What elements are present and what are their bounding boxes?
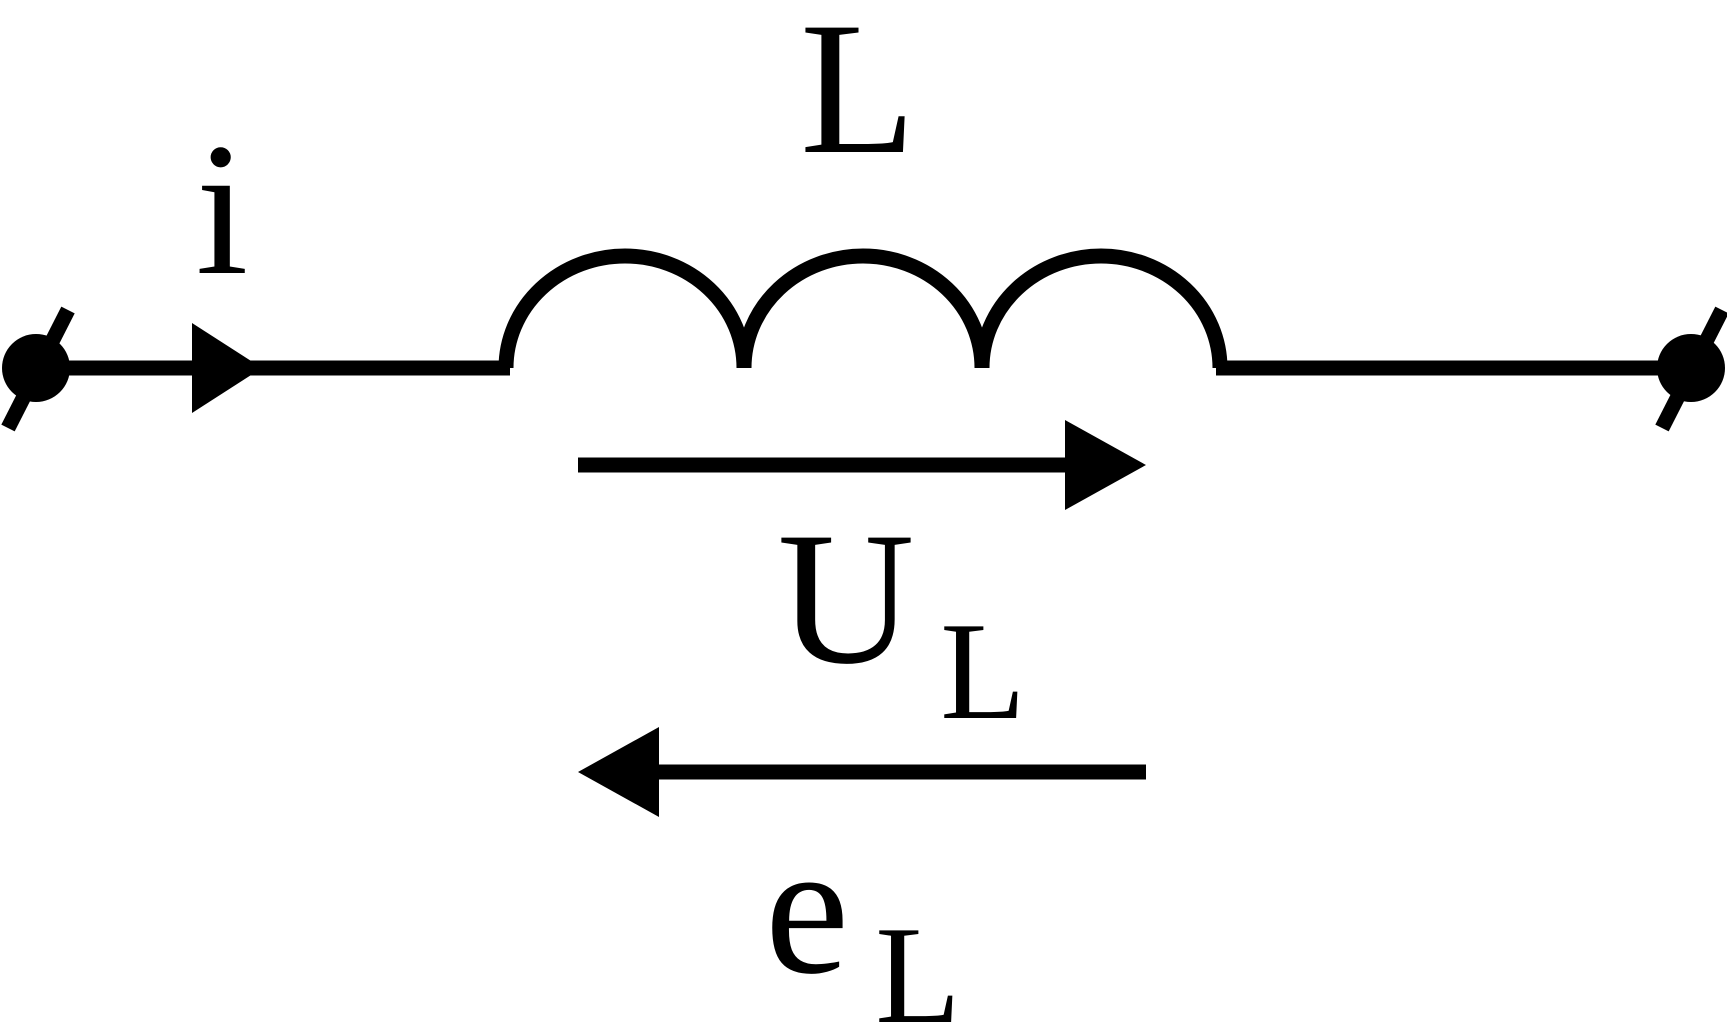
emf-subscript: L [875,898,961,1027]
current-arrow-head [192,323,262,413]
emf-arrow-head [578,727,659,817]
voltage-subscript: L [940,594,1026,749]
inductor-label: L [800,0,916,194]
emf-label: e [765,804,849,1014]
right-terminal-tick [1655,306,1727,432]
voltage-label: U [777,494,914,704]
inductor-coil [498,248,1228,369]
current-label: i [196,105,249,315]
voltage-arrow-head [1065,420,1146,510]
